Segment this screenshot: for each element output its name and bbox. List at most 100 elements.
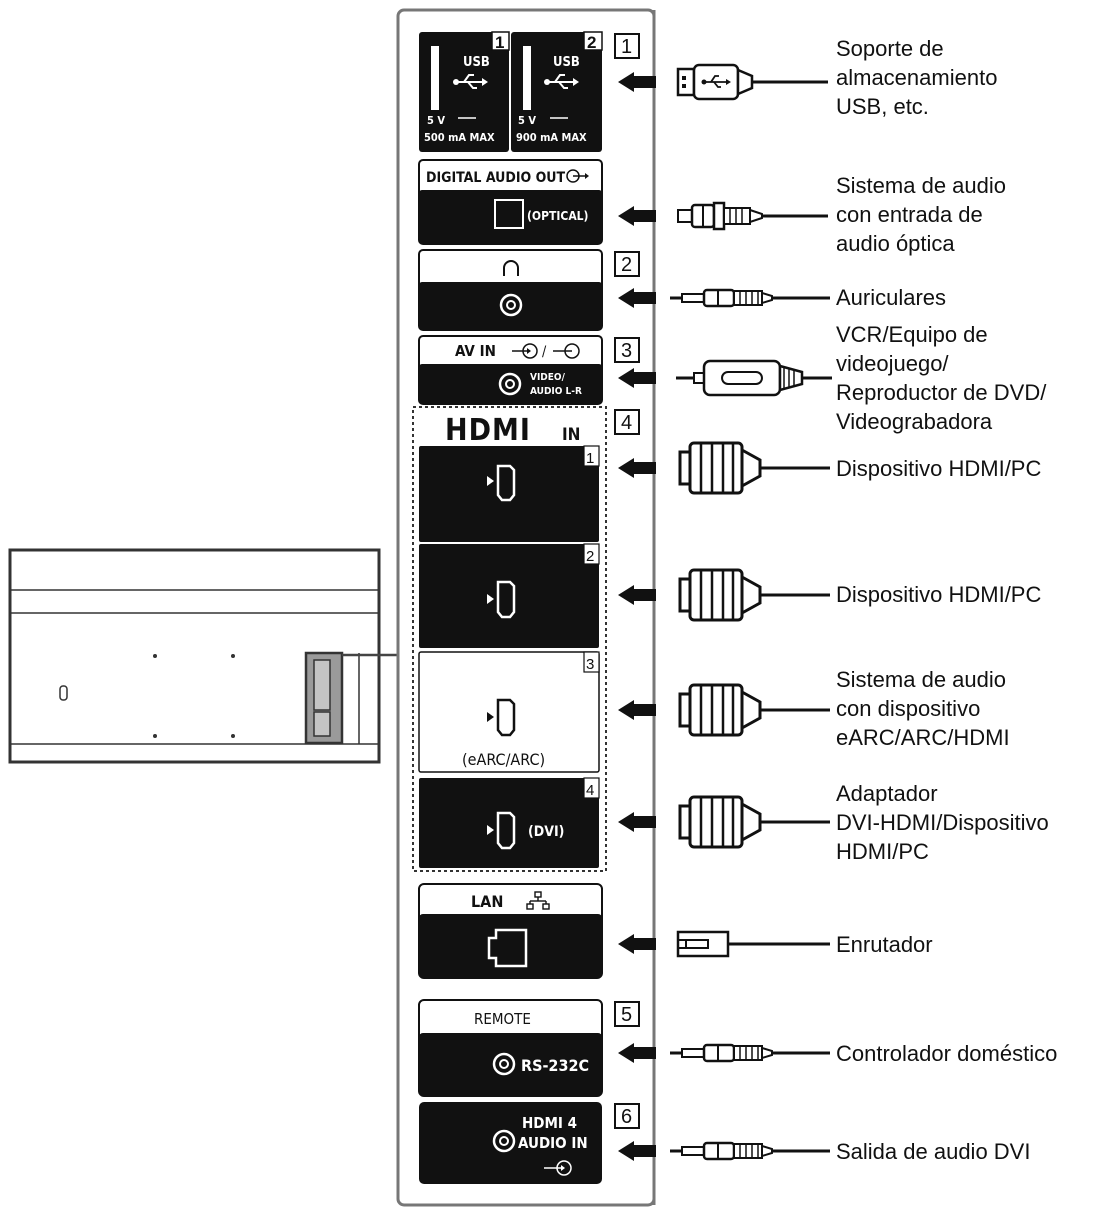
marker-3: 3	[621, 340, 632, 362]
usb-icon	[544, 74, 579, 89]
marker-1: 1	[621, 36, 632, 58]
hdmi-cable-4	[678, 795, 830, 849]
hdmi4-audio-l2: AUDIO IN	[518, 1134, 588, 1152]
svg-text:Dispositivo HDMI/PC: Dispositivo HDMI/PC	[836, 582, 1041, 607]
svg-text:Salida de audio DVI: Salida de audio DVI	[836, 1139, 1030, 1164]
svg-text:Adaptador: Adaptador	[836, 781, 938, 806]
remote-label: REMOTE	[474, 1010, 531, 1028]
hdmi-port-1[interactable]: 1	[419, 445, 600, 542]
svg-text:almacenamiento: almacenamiento	[836, 65, 997, 90]
label-dvi-audio-out: Salida de audio DVI	[836, 1139, 1030, 1164]
remote-port[interactable]: REMOTE RS-232C	[418, 999, 603, 1097]
device-labels: Soporte de almacenamiento USB, etc. Sist…	[836, 36, 1057, 1164]
svg-text:Reproductor de DVD/: Reproductor de DVD/	[836, 380, 1047, 405]
dvi-label: (DVI)	[528, 824, 564, 840]
optical-label: (OPTICAL)	[527, 209, 589, 223]
hdmi-socket-icon	[496, 464, 516, 502]
svg-text:audio óptica: audio óptica	[836, 231, 955, 256]
digital-audio-out-port[interactable]: DIGITAL AUDIO OUT (OPTICAL)	[418, 159, 603, 245]
rs232c-label: RS-232C	[521, 1056, 589, 1075]
input-arrow-icon	[544, 1160, 572, 1176]
label-hdmi-1: Dispositivo HDMI/PC	[836, 456, 1041, 481]
marker-2: 2	[621, 254, 632, 276]
svg-text:videojuego/: videojuego/	[836, 351, 949, 376]
hdmi-socket-icon	[496, 698, 516, 737]
hdmi-port-3[interactable]: 3 (eARC/ARC)	[418, 651, 600, 773]
label-hdmi-2: Dispositivo HDMI/PC	[836, 582, 1041, 607]
av-cable	[676, 359, 832, 397]
marker-6: 6	[621, 1106, 632, 1128]
svg-text:eARC/ARC/HDMI: eARC/ARC/HDMI	[836, 725, 1010, 750]
av-in-port[interactable]: AV IN / VIDEO/ AUDIO L-R	[418, 335, 603, 405]
usb2-current: 900 mA MAX	[516, 131, 587, 144]
label-hdmi-3: Sistema de audio con dispositivo eARC/AR…	[836, 667, 1010, 750]
dvi-audio-cable	[668, 1141, 830, 1161]
label-optical-audio: Sistema de audio con entrada de audio óp…	[836, 173, 1006, 256]
svg-text:Controlador doméstico: Controlador doméstico	[836, 1041, 1057, 1066]
headphones-icon	[503, 260, 519, 276]
usb1-voltage: 5 V	[427, 114, 445, 127]
svg-text:/: /	[542, 344, 547, 360]
lan-port[interactable]: LAN	[418, 883, 603, 979]
usb1-current: 500 mA MAX	[424, 131, 495, 144]
usb-port-1[interactable]: 1 USB 5 V 500 mA MAX	[419, 31, 510, 152]
av-in-label: AV IN	[455, 342, 496, 360]
hdmi-socket-icon	[496, 580, 516, 619]
hdmi-cable-2	[678, 568, 830, 622]
usb2-label: USB	[553, 55, 580, 70]
earc-label: (eARC/ARC)	[462, 750, 545, 769]
svg-text:Videograbadora: Videograbadora	[836, 409, 993, 434]
network-icon	[526, 891, 550, 910]
hdmi4-number: 4	[586, 782, 594, 799]
svg-text:Sistema de audio: Sistema de audio	[836, 667, 1006, 692]
usb-port-2[interactable]: 2 USB 5 V 900 mA MAX	[511, 31, 603, 152]
svg-text:DVI-HDMI/Dispositivo: DVI-HDMI/Dispositivo	[836, 810, 1049, 835]
av-in-sub2: AUDIO L-R	[530, 386, 582, 397]
hdmi2-number: 2	[586, 548, 594, 565]
hdmi-group-outline	[412, 406, 607, 872]
hdmi4-audio-in-port[interactable]: HDMI 4 AUDIO IN	[419, 1102, 602, 1184]
svg-text:Enrutador: Enrutador	[836, 932, 933, 957]
marker-5: 5	[621, 1004, 632, 1026]
svg-text:Soporte de: Soporte de	[836, 36, 944, 61]
optical-socket-icon	[494, 199, 524, 229]
hdmi3-number: 3	[586, 656, 594, 673]
jack-socket-icon	[499, 293, 523, 317]
usb1-number: 1	[495, 33, 504, 52]
label-home-controller: Controlador doméstico	[836, 1041, 1057, 1066]
usb1-label: USB	[463, 55, 490, 70]
label-av-devices: VCR/Equipo de videojuego/ Reproductor de…	[836, 322, 1047, 434]
av-socket-icon	[498, 372, 522, 396]
tv-rear-view	[8, 548, 398, 764]
headphone-cable	[668, 288, 830, 308]
hdmi-port-2[interactable]: 2	[419, 543, 600, 648]
svg-text:HDMI/PC: HDMI/PC	[836, 839, 929, 864]
hdmi-logo: HDMI	[445, 413, 531, 448]
av-in-sub1: VIDEO/	[530, 372, 566, 383]
hdmi-socket-icon	[496, 811, 516, 850]
marker-4: 4	[621, 412, 632, 434]
svg-text:USB, etc.: USB, etc.	[836, 94, 929, 119]
lan-label: LAN	[471, 892, 503, 911]
lan-cable	[676, 930, 830, 958]
optical-cable	[677, 201, 828, 231]
hdmi4-audio-l1: HDMI 4	[522, 1114, 577, 1132]
digital-audio-out-label: DIGITAL AUDIO OUT	[426, 170, 566, 186]
headphone-port[interactable]	[418, 249, 603, 331]
svg-text:VCR/Equipo de: VCR/Equipo de	[836, 322, 988, 347]
hdmi1-number: 1	[586, 450, 594, 467]
hdmi-cable-3	[678, 683, 830, 737]
usb2-voltage: 5 V	[518, 114, 536, 127]
usb-icon	[453, 74, 488, 89]
hdmi-port-4[interactable]: 4 (DVI)	[419, 777, 600, 868]
label-hdmi-4: Adaptador DVI-HDMI/Dispositivo HDMI/PC	[836, 781, 1049, 864]
svg-text:con dispositivo: con dispositivo	[836, 696, 980, 721]
hdmi-cable-1	[678, 441, 830, 495]
audio-in-socket-icon	[492, 1129, 516, 1153]
label-usb-storage: Soporte de almacenamiento USB, etc.	[836, 36, 997, 119]
input-arrow-icon: /	[512, 343, 580, 360]
svg-text:Auriculares: Auriculares	[836, 285, 946, 310]
label-headphones: Auriculares	[836, 285, 946, 310]
svg-text:Sistema de audio: Sistema de audio	[836, 173, 1006, 198]
